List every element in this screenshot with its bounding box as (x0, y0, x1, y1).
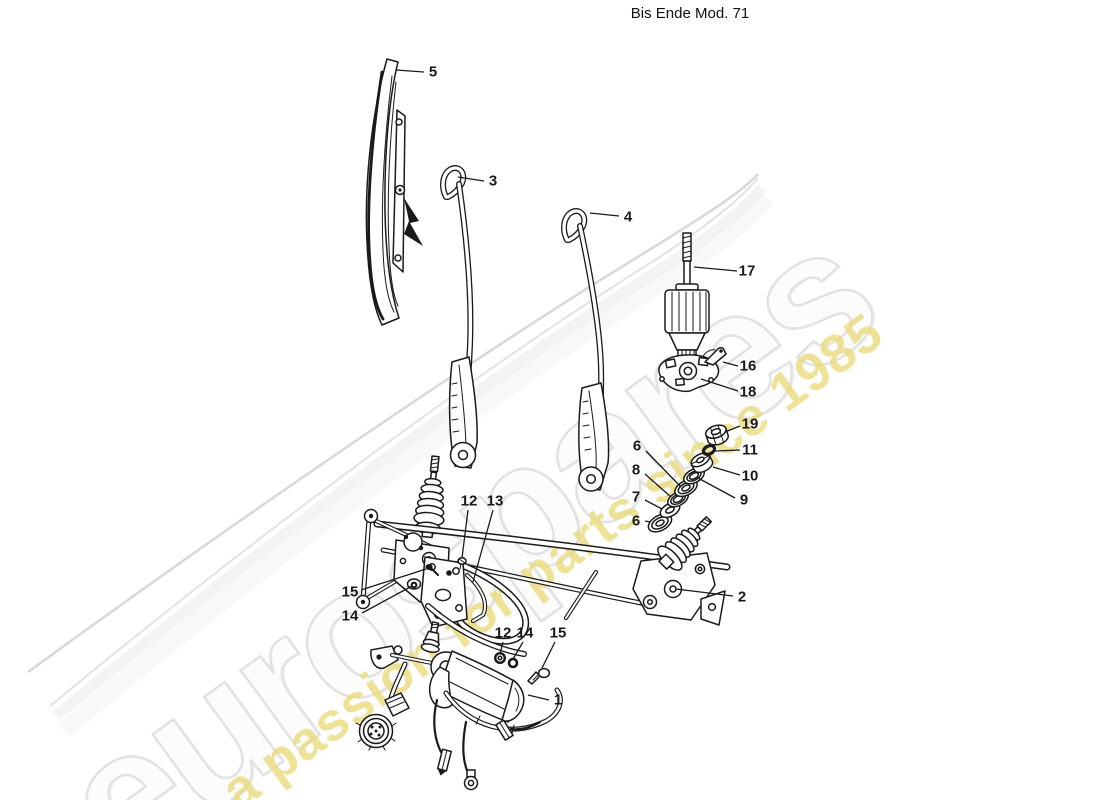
part-callout-6: 6 (632, 437, 642, 455)
page-title: Bis Ende Mod. 71 (630, 5, 750, 22)
fastener-14-washer-lower (507, 657, 519, 669)
leader-line-11 (714, 449, 741, 452)
part-callout-4: 4 (623, 208, 633, 226)
parts-6-19-bearing-stack (647, 424, 729, 533)
part-callout-12: 12 (494, 624, 512, 642)
leader-line-8 (644, 473, 672, 498)
leader-line-2 (675, 588, 734, 597)
leader-line-14 (361, 585, 413, 614)
part-callout-17: 17 (738, 262, 756, 280)
leader-line-14 (512, 641, 524, 660)
leader-line-4 (589, 212, 620, 217)
leader-line-16 (722, 361, 739, 367)
part-callout-19: 19 (741, 415, 759, 433)
leader-line-15 (360, 568, 427, 591)
leader-line-10 (712, 466, 741, 476)
part-callout-9: 9 (739, 491, 749, 509)
part-callout-8: 8 (631, 461, 641, 479)
leader-line-6 (645, 450, 682, 488)
part-callout-18: 18 (739, 383, 757, 401)
motor-connector-plug (355, 713, 397, 751)
part-11-seal-ring (701, 444, 717, 456)
part-callout-16: 16 (739, 357, 757, 375)
leader-line-3 (457, 176, 485, 182)
leader-line-7 (644, 499, 663, 510)
part-6-washer (647, 513, 673, 533)
fastener-13-bolt (446, 570, 452, 576)
part-callout-3: 3 (488, 172, 498, 190)
part-19-nut (705, 424, 729, 446)
part-18-brush-plate (658, 347, 727, 393)
right-spindle-bellows (657, 516, 712, 571)
part-5-wiper-blade (365, 58, 423, 326)
part-callout-12: 12 (460, 492, 478, 510)
part-2-wiper-frame (355, 455, 731, 685)
swoosh-bottom-edge (49, 177, 759, 707)
part-3-wiper-arm (440, 165, 478, 469)
blade-claw-adapter (404, 198, 423, 246)
swoosh-top-edge (27, 173, 759, 674)
part-callout-15: 15 (341, 583, 359, 601)
leader-line-15 (541, 641, 556, 669)
fastener-15-screw-lower (527, 667, 551, 685)
part-callout-14: 14 (341, 607, 359, 625)
leader-line-9 (697, 477, 736, 499)
callout-leader-lines (360, 69, 741, 701)
left-spindle-bellows (413, 455, 445, 539)
part-17-armature (664, 232, 710, 370)
part-callout-2: 2 (737, 588, 747, 606)
motor-crank-spindle (420, 621, 440, 653)
leader-line-6 (644, 520, 651, 523)
part-callout-1: 1 (553, 691, 563, 709)
leader-line-1 (527, 694, 550, 701)
part-4-wiper-arm (561, 208, 610, 492)
part-10-bearing (690, 452, 714, 474)
swoosh-shadow-inner (52, 184, 767, 721)
part-callout-14: 14 (516, 624, 534, 642)
part-callout-15: 15 (549, 624, 567, 642)
part-callout-10: 10 (741, 467, 759, 485)
swoosh-shadow-outer (58, 192, 773, 737)
leader-line-13 (472, 509, 494, 583)
leader-line-17 (693, 266, 738, 272)
leader-line-19 (724, 425, 741, 433)
part-1-wiper-motor (355, 621, 563, 791)
fastener-15-bolt-upper (425, 564, 439, 576)
leader-line-18 (700, 378, 739, 392)
swoosh-band (28, 174, 758, 706)
spade-terminal-left (436, 748, 453, 776)
part-callout-13: 13 (486, 492, 504, 510)
part-callout-11: 11 (742, 441, 758, 459)
spade-terminal-right (495, 719, 514, 741)
part-16-terminal-lever (702, 347, 727, 366)
part-callout-7: 7 (631, 488, 641, 506)
leader-line-5 (395, 69, 425, 73)
ring-terminal (463, 769, 479, 791)
part-callout-6: 6 (631, 512, 641, 530)
leader-line-12 (461, 509, 469, 559)
part-callout-5: 5 (428, 63, 438, 81)
fastener-12-nut-lower (494, 652, 507, 665)
fastener-14-washer-upper (410, 581, 418, 589)
leader-line-12 (499, 641, 504, 655)
